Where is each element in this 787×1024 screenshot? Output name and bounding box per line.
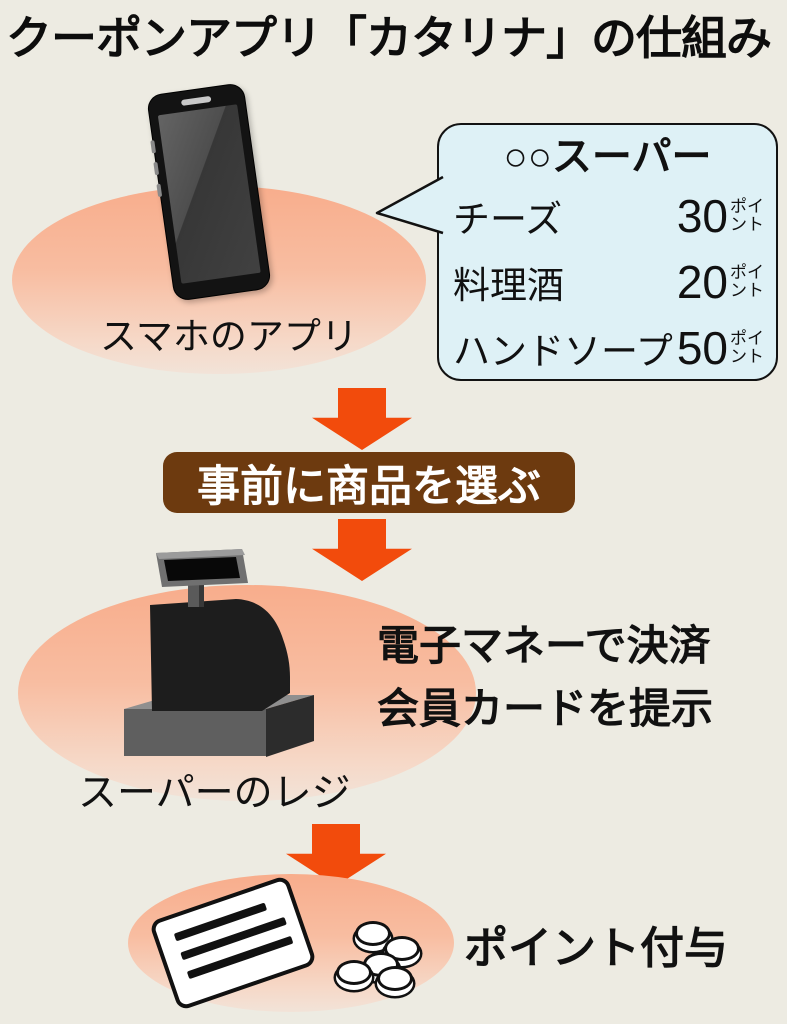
payment-note-line: 電子マネーで決済: [377, 622, 711, 669]
payment-notes: 電子マネーで決済 会員カードを提示: [377, 614, 777, 740]
step-banner-label: 事前に商品を選ぶ: [197, 462, 541, 511]
bubble-store-name: ○○スーパー: [503, 135, 712, 179]
coupon-item-name: 料理酒: [453, 265, 564, 306]
points-unit: ポイ ント: [730, 330, 764, 366]
coin-icon: [336, 960, 372, 985]
points-unit: ポイ ント: [730, 264, 764, 300]
smartphone-side-button: [153, 161, 160, 176]
points-number: 50: [676, 322, 728, 374]
card-text-line: [180, 916, 287, 961]
points-unit-line: ント: [730, 281, 764, 300]
cash-register-icon: [124, 549, 314, 757]
points-unit-line: ント: [730, 215, 764, 234]
smartphone-side-button: [156, 183, 163, 198]
points-unit-line: ポイ: [730, 197, 764, 216]
payment-note-line: 会員カードを提示: [377, 685, 714, 732]
coupon-bubble: ○○スーパー チーズ 30 ポイ ント 料理酒 20 ポイ ント ハ: [375, 123, 778, 381]
points-number: 20: [676, 256, 728, 308]
phone-label: スマホのアプリ: [100, 316, 358, 357]
step-banner: 事前に商品を選ぶ: [163, 452, 575, 513]
page-title: クーポンアプリ「カタリナ」の仕組み: [6, 12, 772, 64]
coupon-item-name: ハンドソープ: [453, 331, 673, 372]
points-unit: ポイ ント: [730, 198, 764, 234]
coupon-item-points: 30 ポイ ント: [677, 189, 764, 243]
card-text-line: [186, 935, 294, 980]
smartphone-screen: [157, 104, 261, 284]
result-label: ポイント付与: [464, 924, 728, 973]
arrow-down-icon: [312, 519, 412, 581]
bubble-tail: [375, 175, 444, 235]
points-unit-line: ント: [730, 347, 764, 366]
arrow-down-icon: [312, 388, 412, 450]
register-label: スーパーのレジ: [78, 772, 351, 815]
points-unit-line: ポイ: [730, 263, 764, 282]
coupon-item-points: 20 ポイ ント: [677, 255, 764, 309]
smartphone-speaker: [180, 95, 212, 106]
coupon-item-points: 50 ポイ ント: [677, 321, 764, 375]
coupon-row: 料理酒 20 ポイ ント: [439, 249, 776, 315]
points-number: 30: [676, 190, 728, 242]
coupon-row: ハンドソープ 50 ポイ ント: [439, 315, 776, 381]
points-unit-line: ポイ: [730, 329, 764, 348]
coupon-row: チーズ 30 ポイ ント: [439, 183, 776, 249]
smartphone-side-button: [150, 140, 157, 154]
coin-icon: [355, 921, 391, 946]
coupon-item-name: チーズ: [453, 199, 563, 240]
coin-icon: [377, 966, 413, 991]
